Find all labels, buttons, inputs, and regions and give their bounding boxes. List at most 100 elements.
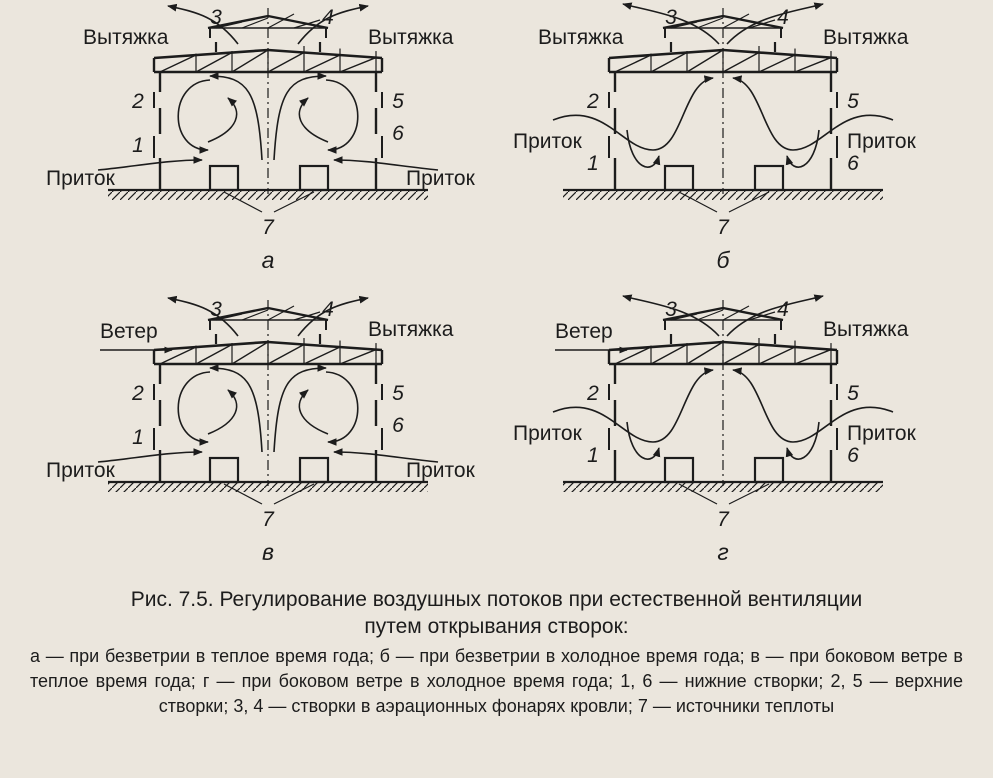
label-inflow-left: Приток	[46, 459, 116, 482]
flow-loop	[325, 79, 359, 154]
label-exhaust-left: Вытяжка	[538, 26, 624, 49]
truss-top-right	[267, 340, 383, 352]
heat-source-right	[753, 456, 785, 484]
truss-diagonal	[686, 49, 724, 73]
lantern-diagonal	[267, 305, 295, 321]
flow-loop	[325, 371, 359, 446]
number-2: 2	[131, 382, 144, 405]
label-inflow-right: Приток	[847, 422, 917, 445]
ground-hatch	[108, 482, 428, 492]
label-exhaust-right: Вытяжка	[368, 318, 454, 341]
label-inflow-left: Приток	[513, 422, 583, 445]
heat-source-right	[298, 456, 330, 484]
flow-exhaust	[297, 3, 369, 45]
flow-wave	[552, 367, 714, 443]
ground-hatch	[563, 190, 883, 200]
panel-letter: б	[717, 247, 731, 273]
flow-loop-inner	[298, 389, 329, 435]
truss-diagonal	[195, 343, 233, 365]
truss-diagonal	[650, 343, 688, 365]
truss-diagonal	[794, 56, 832, 73]
lantern-diagonal	[696, 309, 724, 321]
heat-source-left	[208, 164, 240, 192]
leader-7-left	[678, 483, 718, 505]
label-exhaust-right: Вытяжка	[368, 26, 454, 49]
lantern-roof-left	[207, 14, 269, 30]
leader-7-left	[678, 191, 718, 213]
lantern-roof-right	[267, 306, 329, 322]
lantern-diagonal	[748, 311, 776, 321]
number-6: 6	[847, 152, 859, 175]
leader-7-left	[223, 483, 263, 505]
truss-diagonal	[650, 51, 688, 73]
flow-wave	[732, 75, 894, 151]
number-4: 4	[322, 6, 334, 29]
label-inflow-right: Приток	[847, 130, 917, 153]
flow-eddy	[626, 129, 661, 168]
lantern-roof-right	[722, 306, 784, 322]
number-7: 7	[717, 216, 730, 239]
flow-loop	[177, 79, 211, 154]
truss-diagonal	[303, 346, 341, 365]
leader-7-right	[728, 191, 770, 213]
truss-top-right	[722, 48, 838, 60]
lantern-diagonal	[241, 309, 269, 321]
truss-diagonal	[195, 51, 233, 73]
lantern-diagonal	[670, 313, 698, 321]
heat-source-right	[298, 164, 330, 192]
number-3: 3	[210, 298, 222, 321]
flow-rise	[273, 364, 327, 453]
truss-diagonal	[231, 49, 269, 73]
flow-wave	[732, 367, 894, 443]
caption-legend: а — при безветрии в теплое время года; б…	[30, 646, 963, 716]
lantern-diagonal	[241, 17, 269, 29]
number-1: 1	[587, 152, 599, 175]
lantern-diagonal	[670, 21, 698, 29]
panel-letter: г	[717, 539, 728, 565]
number-4: 4	[322, 298, 334, 321]
lantern-roof-right	[267, 14, 329, 30]
truss-top-left	[608, 340, 724, 352]
lantern-diagonal	[267, 13, 295, 29]
number-7: 7	[717, 508, 730, 531]
heat-source-left	[663, 164, 695, 192]
leader-7-right	[273, 191, 315, 213]
leader-7-right	[728, 483, 770, 505]
flow-exhaust	[726, 294, 824, 337]
ground-hatch	[563, 482, 883, 492]
flow-inflow	[97, 156, 203, 171]
flow-exhaust	[622, 294, 720, 337]
heat-source-left	[208, 456, 240, 484]
number-4: 4	[777, 298, 789, 321]
flow-eddy	[785, 129, 820, 168]
truss-diagonal	[722, 51, 760, 73]
lantern-roof-left	[662, 306, 724, 322]
caption-title-line-1: Рис. 7.5. Регулирование воздушных потоко…	[130, 588, 863, 611]
number-6: 6	[392, 414, 404, 437]
truss-diagonal	[794, 348, 832, 365]
lantern-diagonal	[696, 17, 724, 29]
truss-diagonal	[339, 348, 377, 365]
flow-rise	[209, 72, 263, 161]
number-2: 2	[131, 90, 144, 113]
truss-top-left	[153, 48, 269, 60]
truss-top-right	[722, 340, 838, 352]
flow-eddy	[785, 421, 820, 460]
number-2: 2	[586, 90, 599, 113]
lantern-diagonal	[293, 19, 321, 29]
truss-diagonal	[758, 346, 796, 365]
panel-letter: а	[262, 247, 275, 273]
number-6: 6	[392, 122, 404, 145]
lantern-roof-left	[207, 306, 269, 322]
flow-wave	[552, 75, 714, 151]
number-5: 5	[392, 90, 404, 113]
truss-diagonal	[231, 341, 269, 365]
truss-diagonal	[159, 346, 197, 365]
caption-title-line-2: путем открывания створок:	[364, 615, 629, 638]
label-inflow-left: Приток	[513, 130, 583, 153]
number-5: 5	[847, 382, 859, 405]
